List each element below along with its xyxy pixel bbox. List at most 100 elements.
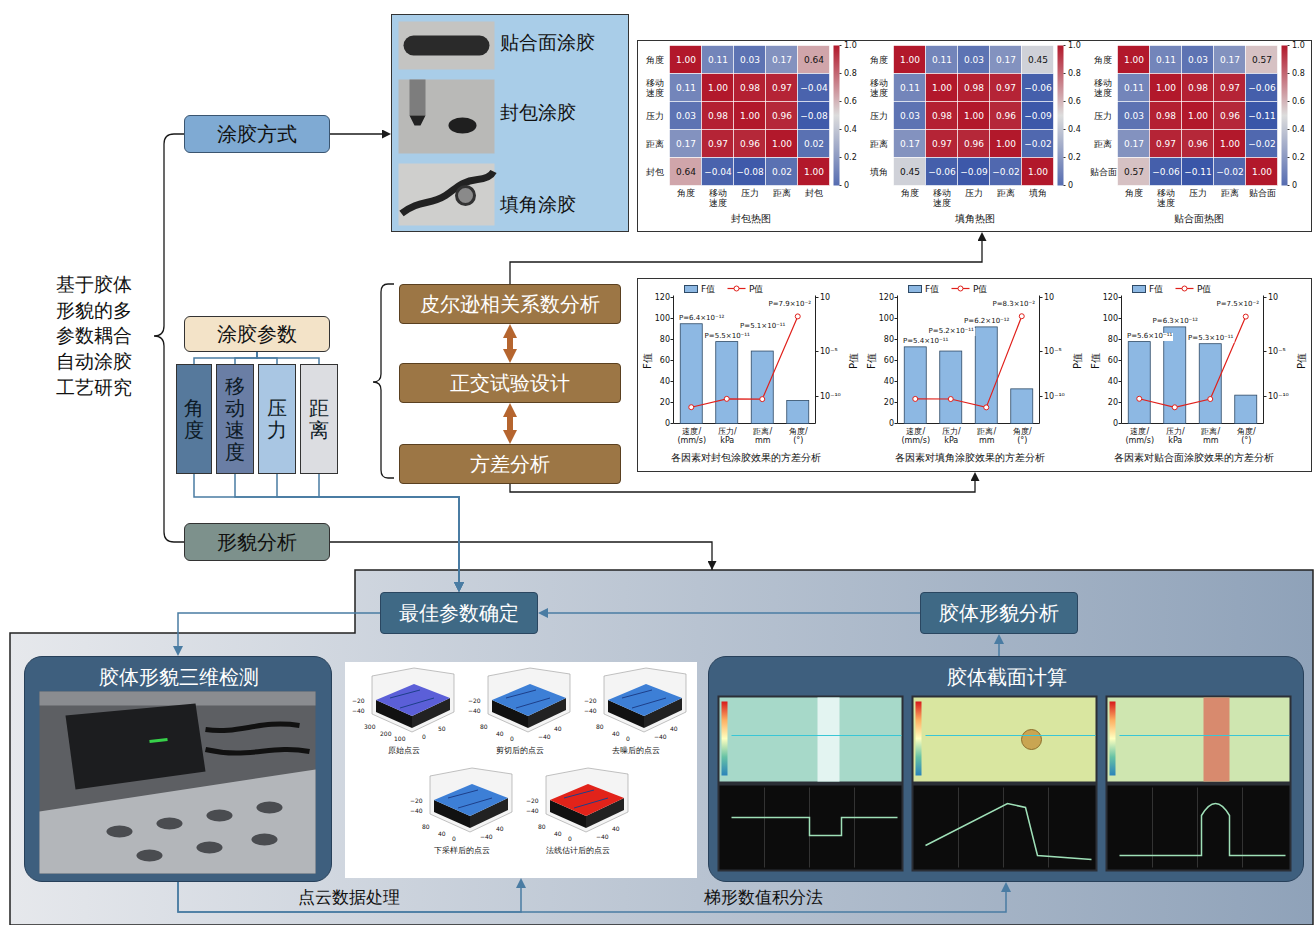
cloud-texture: [506, 690, 550, 708]
row-label: 角度: [870, 55, 888, 65]
tick: [840, 45, 842, 46]
profile-plot: [914, 786, 1096, 870]
tick: [671, 339, 674, 340]
heatmap-cell: −0.06: [1248, 83, 1276, 93]
tick: [1264, 297, 1267, 298]
heatmap-cell: 0.97: [932, 139, 952, 149]
heatmap-cell-fill: [702, 102, 734, 130]
p-value: P=5.6×10⁻¹¹: [1126, 333, 1173, 341]
y-tick: 60: [1108, 356, 1118, 365]
p-value-dot: [1172, 405, 1177, 410]
tick: [1040, 297, 1043, 298]
heatmap-cell-fill: [958, 74, 990, 102]
method-box: 涂胶方式: [184, 115, 330, 153]
heatmap-cell-fill: [1214, 74, 1246, 102]
heatmap-cell-fill: [894, 102, 926, 130]
plot-tick: 40: [496, 826, 504, 833]
heatmap-cell: 1.00: [804, 167, 824, 177]
row-label: 距离: [1094, 139, 1112, 149]
heatmap-cell-fill: [1246, 102, 1278, 130]
heatmap-cell-fill: [1022, 74, 1054, 102]
heatmap-cell-fill: [894, 130, 926, 158]
legend-dot: [1182, 286, 1187, 291]
connector: [235, 352, 257, 364]
plot-tick: 40: [554, 831, 562, 838]
x-label: 距离/ mm: [748, 427, 778, 445]
heatmap-cell-fill: [734, 158, 766, 186]
edge-label: 点云数据处理: [298, 888, 400, 908]
column-label: 移动速度: [1157, 188, 1176, 209]
heatmap-cell-fill: [798, 130, 830, 158]
legend-label: P值: [1197, 284, 1211, 294]
y-tick: 40: [1108, 377, 1118, 386]
screenshot-frame: [1106, 696, 1292, 872]
y-tick: 120: [655, 293, 670, 302]
y-tick: 10⁻⁵: [1044, 347, 1062, 356]
tick: [1040, 351, 1043, 352]
cable: [206, 750, 310, 754]
heatmap-cell: 0.97: [1220, 83, 1240, 93]
heatmap-cell: −0.02: [1024, 139, 1052, 149]
colorbar-tick: 0.2: [844, 153, 857, 162]
screenshot-frame: [718, 696, 904, 872]
heatmap-cell: −0.08: [800, 111, 828, 121]
tick: [671, 402, 674, 403]
plot-tick: −20: [584, 698, 597, 705]
morphology-box: 形貌分析: [184, 523, 330, 561]
heatmap-cell: 0.98: [740, 83, 760, 93]
plot-tick: −40: [538, 734, 551, 741]
heatmap-cell: 0.57: [1252, 55, 1272, 65]
heatmap-cell-fill: [990, 102, 1022, 130]
tick: [816, 396, 819, 397]
plot-tick: 50: [438, 726, 446, 733]
cloud-top: [550, 784, 624, 816]
heatmap-cell-fill: [1182, 46, 1214, 74]
tick: [895, 297, 898, 298]
tick: [1064, 185, 1066, 186]
heatmap-cell-fill: [1150, 102, 1182, 130]
y-tick: 10⁻¹⁰: [1268, 392, 1289, 401]
node-label: 涂胶方式: [217, 122, 297, 147]
connector: [542, 612, 920, 614]
bar: [751, 351, 773, 423]
heatmap-cell-fill: [734, 46, 766, 74]
heatmap-cell-fill: [798, 102, 830, 130]
y-tick: 80: [884, 335, 894, 344]
glue-bead: [404, 36, 490, 56]
colorbar-tick: 0: [1292, 181, 1297, 190]
plot-tick: −40: [480, 834, 493, 841]
axis-title: F值: [866, 353, 878, 369]
heatmap-cell: 0.17: [900, 139, 920, 149]
axis-title: F值: [1090, 353, 1102, 369]
heatmap-cell-fill: [1246, 158, 1278, 186]
p-value-dot: [1019, 314, 1024, 319]
row-label: 移动速度: [646, 78, 665, 99]
tick: [671, 381, 674, 382]
bar: [1011, 389, 1033, 424]
node-label: 各因素对填角涂胶效果的方差分析: [895, 452, 1045, 465]
tick: [895, 360, 898, 361]
heatmap-cell-fill: [766, 74, 798, 102]
node-label: 下采样后的点云: [434, 846, 490, 856]
y-tick: 60: [884, 356, 894, 365]
node-label: 贴合面热图: [1174, 213, 1224, 226]
colorbar-tick: 0.8: [844, 69, 857, 78]
heatmap-cell-fill: [958, 46, 990, 74]
plot-tick: 0: [568, 836, 572, 843]
plot-frame: [430, 768, 512, 832]
section-cursor: [926, 735, 1096, 736]
tick: [895, 402, 898, 403]
row-label: 填角: [870, 167, 888, 177]
glue-dot: [1022, 730, 1042, 750]
method-step-box: 正交试验设计: [399, 363, 621, 403]
node-label: 剪切后的点云: [496, 746, 544, 756]
heatmap-cell: 0.17: [676, 139, 696, 149]
heatmap-cell: 1.00: [772, 139, 792, 149]
colorbar-tick: 0.6: [844, 97, 857, 106]
heatmap-cell-fill: [926, 46, 958, 74]
colorbar-tick: 0.4: [1068, 125, 1081, 134]
method-photo-panel: 贴合面涂胶封包涂胶填角涂胶: [391, 14, 629, 232]
cloud-top: [434, 784, 508, 816]
heatmap-cell: 0.17: [772, 55, 792, 65]
